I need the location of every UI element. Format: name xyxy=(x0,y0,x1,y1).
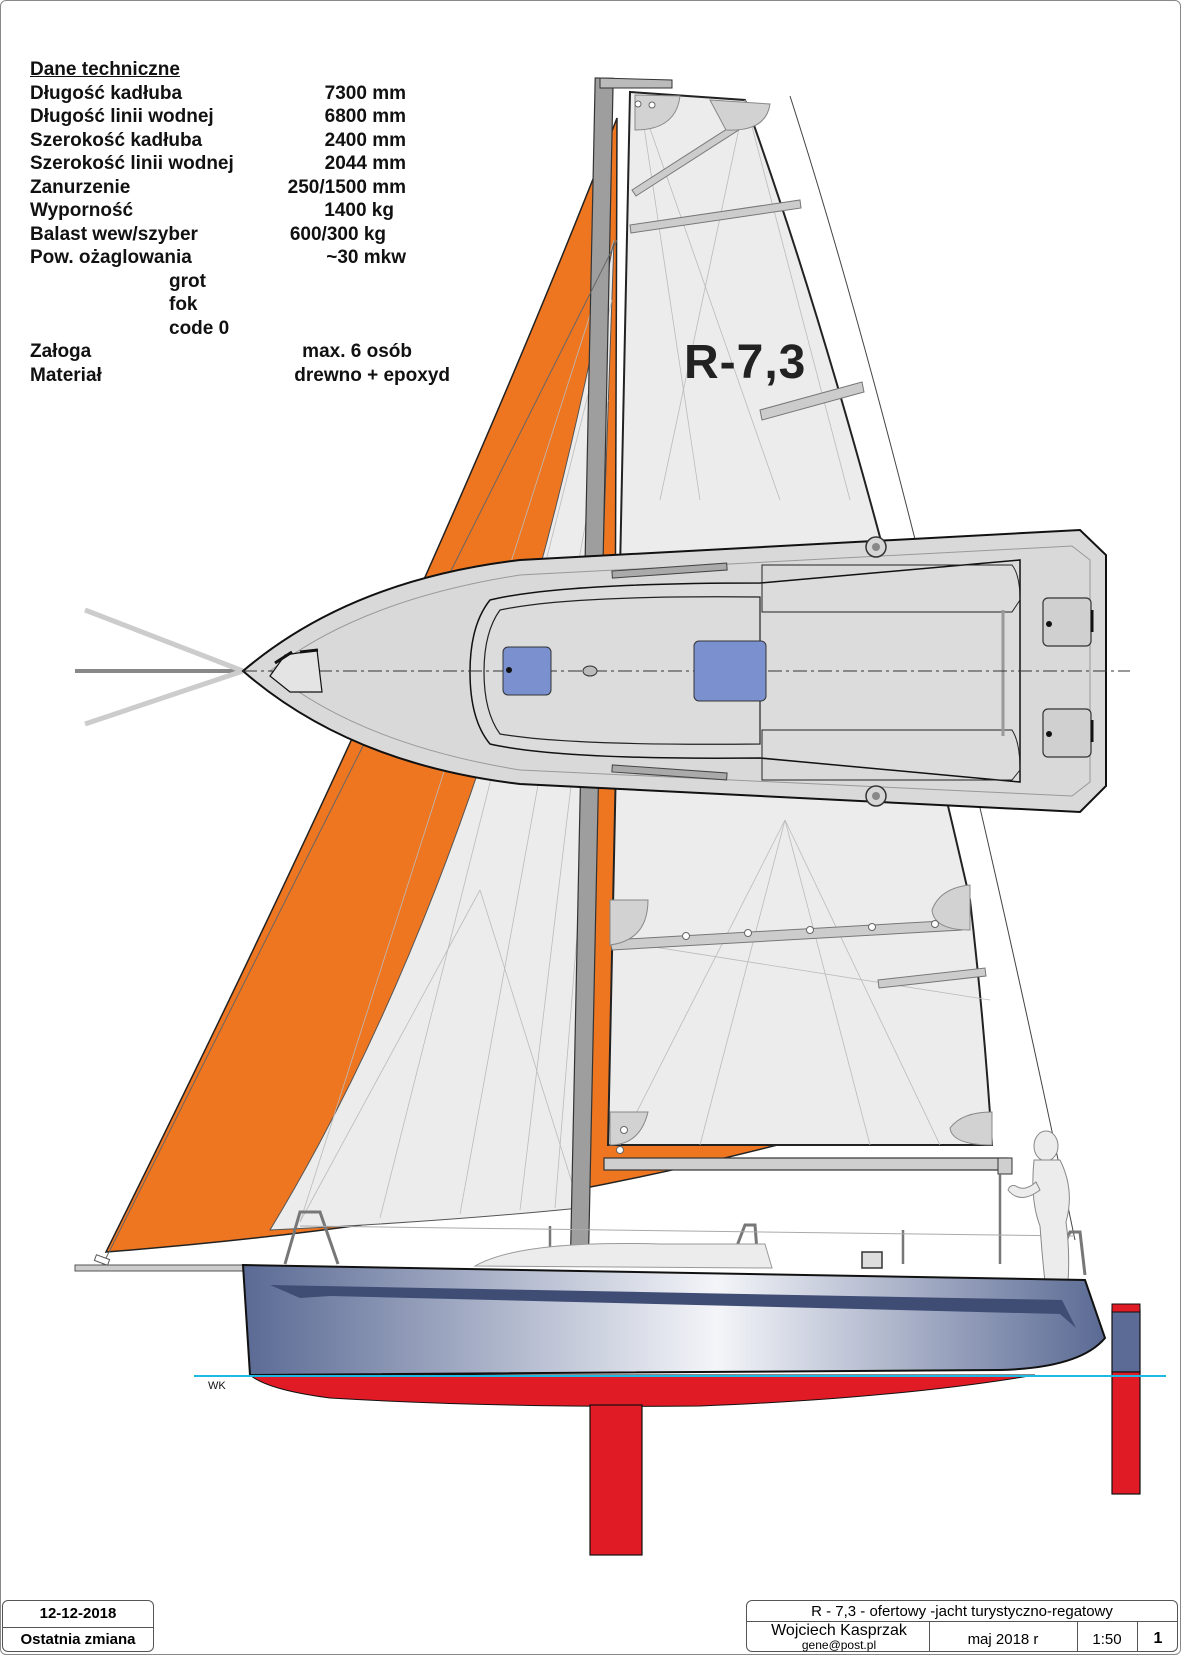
specs-heading: Dane techniczne xyxy=(30,59,180,80)
boom xyxy=(603,1157,1009,1171)
spec-row: Pow. ożaglowania~30 mkw xyxy=(30,247,406,268)
deck-toerail xyxy=(269,545,1091,797)
drawing-scale: 1:50 xyxy=(1092,1631,1122,1648)
rudder-upper xyxy=(1111,1309,1141,1373)
sail-code0: code 0 xyxy=(169,317,230,339)
mainsail-seams xyxy=(609,99,991,1146)
deck-bobstay-lower xyxy=(84,668,244,727)
author-email: gene@post.pl xyxy=(801,1638,877,1652)
starboard-genoa-track xyxy=(611,764,728,781)
cabin-roof-inner xyxy=(483,596,761,745)
mainsail-corner-patches xyxy=(609,94,993,1146)
bowsprit-tip xyxy=(93,1254,111,1266)
mainsail-reef-points xyxy=(616,100,939,1154)
sheer-stripe xyxy=(270,1285,1076,1328)
deck-bobstay-upper xyxy=(84,607,244,674)
bowsprit xyxy=(74,1264,246,1272)
masthead xyxy=(599,77,673,89)
author-name: Wojciech Kasprzak xyxy=(771,1622,907,1639)
mast-step xyxy=(582,665,598,677)
fore-hatch xyxy=(502,646,552,696)
revision-box: 12-12-2018 Ostatnia zmiana xyxy=(2,1600,154,1652)
cabin-top xyxy=(473,1242,773,1269)
forestay xyxy=(99,239,618,1271)
main-hatch xyxy=(693,640,767,702)
model-label: R-7,3 xyxy=(684,336,807,389)
keel xyxy=(589,1404,643,1556)
rudder-head xyxy=(1111,1303,1141,1313)
deck-plan xyxy=(75,528,1130,814)
winch xyxy=(861,1251,883,1269)
underwater-hull xyxy=(248,1374,1036,1407)
sheet-number: 1 xyxy=(1153,1630,1163,1647)
drawing-date: maj 2018 r xyxy=(967,1631,1039,1648)
rudder-blade xyxy=(1111,1371,1141,1495)
revision-caption: Ostatnia zmiana xyxy=(20,1631,136,1648)
crew-figure xyxy=(1007,1130,1070,1283)
title-block: R - 7,3 - ofertowy -jacht turystyczno-re… xyxy=(746,1600,1178,1652)
jib-sail xyxy=(269,239,615,1231)
hull-topsides xyxy=(241,1263,1107,1377)
lifeline xyxy=(299,1225,1076,1237)
revision-date: 12-12-2018 xyxy=(39,1605,117,1622)
port-genoa-track xyxy=(611,562,728,579)
drawing-title: R - 7,3 - ofertowy -jacht turystyczno-re… xyxy=(811,1603,1113,1620)
waterline-mark: WK xyxy=(208,1380,226,1392)
sail-fok: fok xyxy=(169,294,198,315)
sail-grot: grot xyxy=(169,270,206,292)
cockpit-outline xyxy=(761,564,1021,613)
boom-end xyxy=(997,1157,1013,1175)
cockpit-outline-aft xyxy=(761,729,1021,781)
